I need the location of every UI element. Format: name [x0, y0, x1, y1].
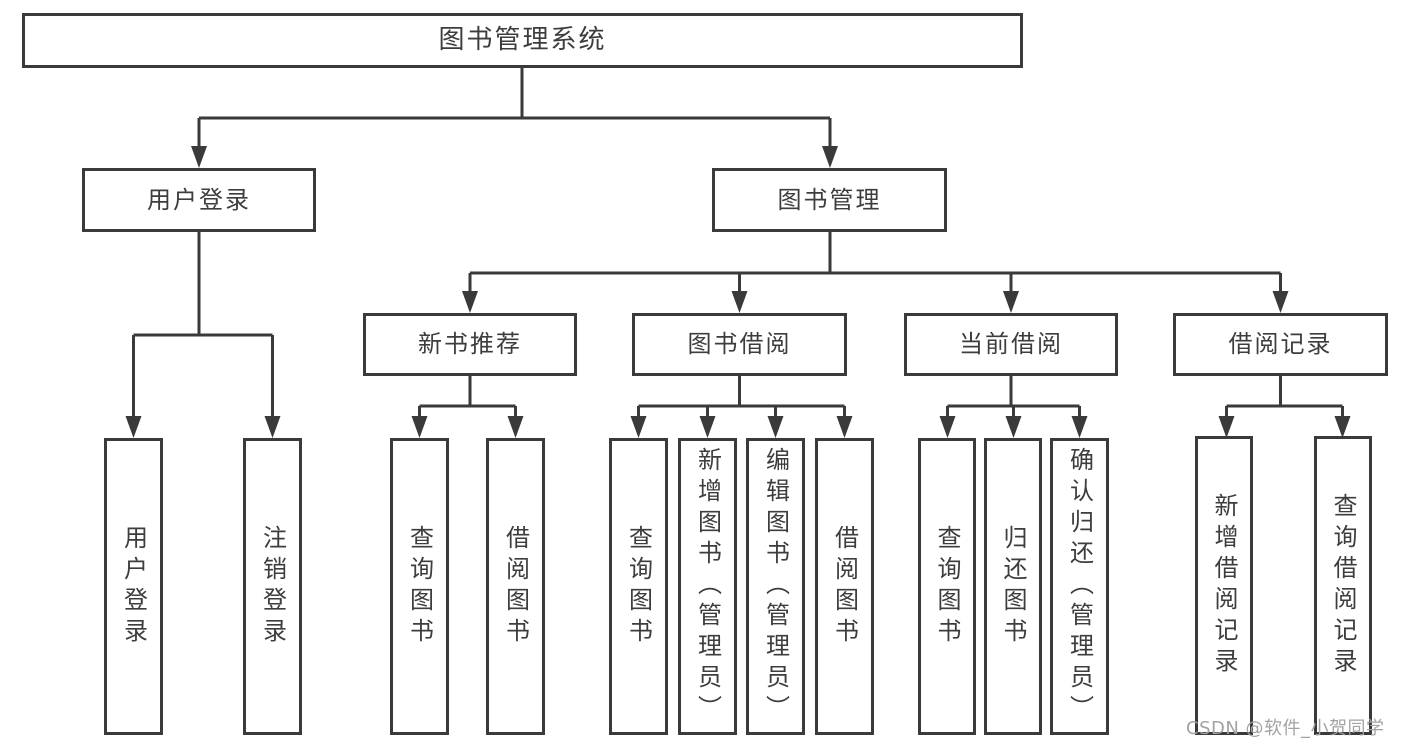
leaf-record-query-borrow-record: 查询借阅记录: [1314, 436, 1372, 735]
leaf-current-confirm-return-admin: 确认归还（管理员）: [1050, 438, 1109, 735]
node-book-borrow: 图书借阅: [632, 313, 847, 376]
leaf-logout: 注销登录: [243, 438, 302, 735]
connector-strokes: [132, 68, 1344, 417]
node-current-borrow: 当前借阅: [904, 313, 1118, 376]
leaf-borrow-borrow-books: 借阅图书: [815, 438, 874, 735]
watermark: CSDN @软件_小贺同学: [1186, 718, 1385, 739]
node-root-system: 图书管理系统: [22, 13, 1023, 68]
node-borrow-record: 借阅记录: [1173, 313, 1388, 376]
leaf-user-login: 用户登录: [104, 438, 163, 735]
arrowheads: [125, 146, 1351, 438]
leaf-record-add-borrow-record: 新增借阅记录: [1195, 436, 1253, 735]
node-book-management: 图书管理: [712, 168, 947, 232]
node-new-book-recommend: 新书推荐: [363, 313, 577, 376]
leaf-borrow-edit-books-admin: 编辑图书（管理员）: [746, 438, 805, 735]
leaf-current-query-books: 查询图书: [918, 438, 976, 735]
leaf-borrow-query-books: 查询图书: [609, 438, 668, 735]
leaf-current-return-books: 归还图书: [984, 438, 1042, 735]
leaf-recommend-borrow-books: 借阅图书: [486, 438, 545, 735]
leaf-borrow-add-books-admin: 新增图书（管理员）: [678, 438, 737, 735]
node-user-login: 用户登录: [82, 168, 316, 232]
leaf-recommend-query-books: 查询图书: [390, 438, 449, 735]
